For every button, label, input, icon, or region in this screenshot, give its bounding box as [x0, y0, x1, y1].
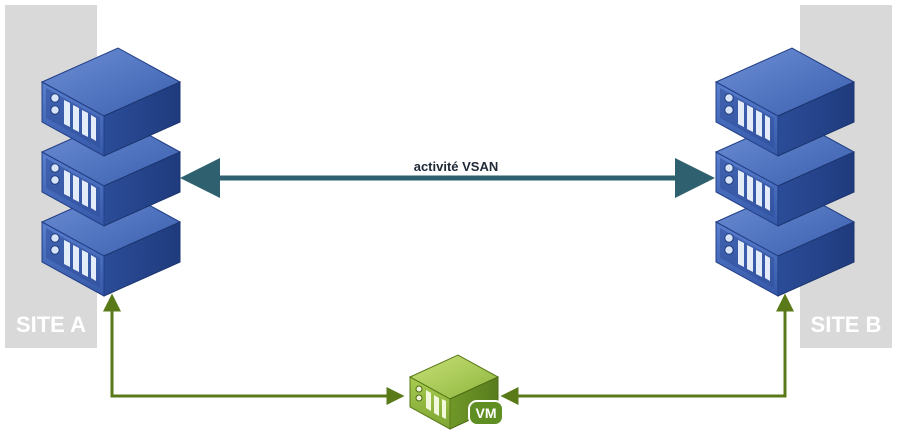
site-a-to-vm-link [110, 306, 405, 405]
vm-witness: VM [409, 354, 504, 430]
site-b-to-vm-link [500, 306, 787, 405]
site-b-label: SITE B [811, 312, 882, 337]
vm-badge [468, 400, 504, 426]
vsan-link-label: activité VSAN [414, 159, 499, 174]
site-a-server-stack [41, 47, 181, 297]
site-a-label: SITE A [16, 312, 86, 337]
site-b-server-stack [715, 47, 855, 297]
vm-label: VM [476, 405, 497, 421]
